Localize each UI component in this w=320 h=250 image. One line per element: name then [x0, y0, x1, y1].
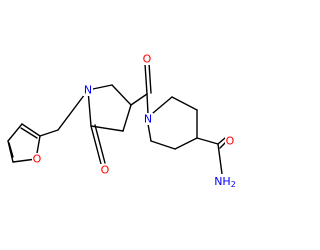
ketone-oxygen-label: O — [143, 53, 152, 66]
bond-c5-c6 — [171, 96, 198, 111]
atom-furan-oxygen: O — [32, 153, 42, 166]
bond-furan-c2-c3-inner — [20, 127, 38, 139]
bond-c5-c4 — [90, 125, 124, 132]
bond-ch2-n — [57, 89, 89, 131]
molecule-drawing: O N O O N O NH2 — [7, 53, 236, 189]
bond-furan-ch2 — [39, 129, 59, 137]
bond-c3-c4 — [174, 137, 198, 150]
piperidine-nitrogen-label: N — [144, 113, 152, 126]
bond-c4-c3 — [122, 104, 132, 132]
bond-c3-c2 — [111, 84, 132, 106]
atom-amide-oxygen: O — [225, 135, 235, 148]
bond-carbonyl-o-double — [148, 62, 152, 94]
lactam-oxygen-label: O — [101, 164, 110, 177]
bond-amide-c-n — [217, 143, 223, 175]
atom-lactam-oxygen: O — [100, 164, 110, 177]
bond-furan-c3-c4 — [7, 123, 23, 142]
bond-lactam-c-o — [90, 125, 102, 165]
bond-c2-c3 — [150, 140, 176, 150]
pyrrolidone-nitrogen-label: N — [84, 84, 92, 97]
amide-oxygen-label: O — [226, 135, 235, 148]
bond-amide-c-o — [217, 137, 226, 145]
bond-carbonyl-n — [146, 93, 149, 115]
bond-c3-carbonyl — [130, 93, 148, 106]
bond-n-c2 — [147, 123, 152, 142]
bond-carbonyl-o — [144, 63, 148, 95]
bond-lactam-c-o-double — [94, 124, 106, 164]
atom-piperidine-nitrogen: N — [143, 113, 153, 126]
bond-furan-c4-c5-inner — [8, 142, 14, 158]
atom-amide-nh2: NH2 — [214, 174, 236, 189]
atom-ketone-oxygen: O — [142, 53, 152, 66]
structure-diagram: O N O O N O NH2 — [7, 52, 236, 189]
bond-c4-amide — [196, 137, 219, 145]
amide-nh2-label: NH2 — [214, 175, 236, 189]
furan-oxygen-label: O — [33, 153, 42, 166]
atom-pyrrolidone-nitrogen: N — [83, 84, 93, 97]
bond-c6-n — [152, 96, 173, 114]
bond-furan-c2-c3 — [21, 123, 41, 137]
